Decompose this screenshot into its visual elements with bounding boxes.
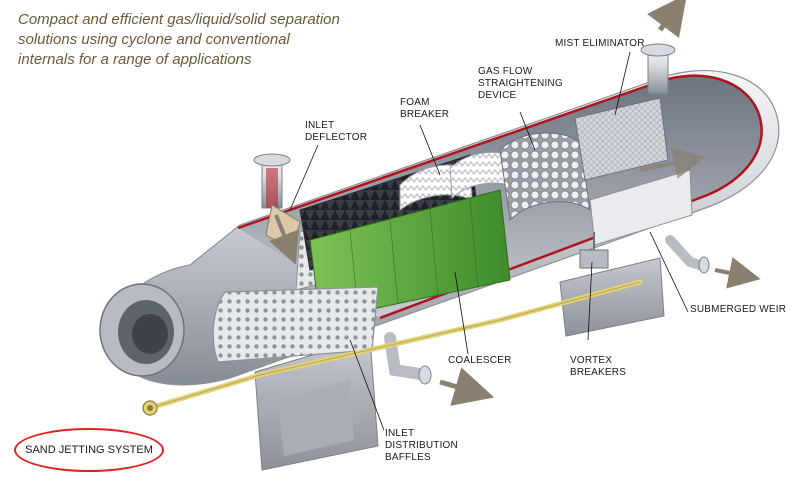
saddle-rear [559,257,665,337]
label-inlet-distribution-baffles: INLET DISTRIBUTION BAFFLES [385,428,458,464]
label-line: INLET [385,428,415,439]
label-line: DEVICE [478,90,517,101]
vortex-breaker [579,232,609,269]
label-line: MIST ELIMINATOR [555,38,645,49]
label-coalescer: COALESCER [448,355,512,367]
label-submerged-weir: SUBMERGED WEIR [690,304,786,316]
inlet-nozzle [253,153,291,209]
label-vortex-breakers: VORTEX BREAKERS [570,355,626,379]
label-mist-eliminator: MIST ELIMINATOR [555,38,645,50]
label-line: FOAM [400,97,430,108]
label-line: COALESCER [448,355,512,366]
mist-eliminator-pad [574,97,669,181]
liquid-outlet-nozzle [384,332,495,406]
front-manway [99,283,185,377]
gas-flow-straightener [499,132,591,222]
submerged-weir-plate [589,169,693,246]
label-line: STRAIGHTENING [478,78,563,89]
label-line: VORTEX [570,355,613,366]
label-line: INLET [305,120,335,131]
label-line: BREAKER [400,109,450,120]
label-sand-jetting-system: SAND JETTING SYSTEM [25,444,153,456]
label-gas-flow-straightening-device: GAS FLOW STRAIGHTENING DEVICE [478,66,563,102]
inlet-distribution-baffle [212,286,379,363]
label-inlet-deflector: INLET DEFLECTOR [305,120,367,144]
label-line: DISTRIBUTION [385,440,458,451]
gas-outlet-nozzle [640,0,687,95]
leader-lines [289,51,689,431]
label-line: BAFFLES [385,452,431,463]
label-line: DEFLECTOR [305,132,368,143]
label-line: SUBMERGED WEIR [690,304,787,315]
caption: Compact and efficient gas/liquid/solid s… [18,10,398,70]
label-line: BREAKERS [570,367,627,378]
water-outlet-nozzle [665,235,761,289]
sand-jetting-pipe [142,279,643,416]
cutaway-edge [237,74,763,320]
caption-line: Compact and efficient gas/liquid/solid s… [18,11,340,28]
label-foam-breaker: FOAM BREAKER [400,97,449,121]
caption-line: internals for a range of applications [18,51,252,68]
caption-line: solutions using cyclone and conventional [18,31,290,48]
sand-jetting-highlight-ring: SAND JETTING SYSTEM [14,428,164,472]
label-line: GAS FLOW [478,66,533,77]
